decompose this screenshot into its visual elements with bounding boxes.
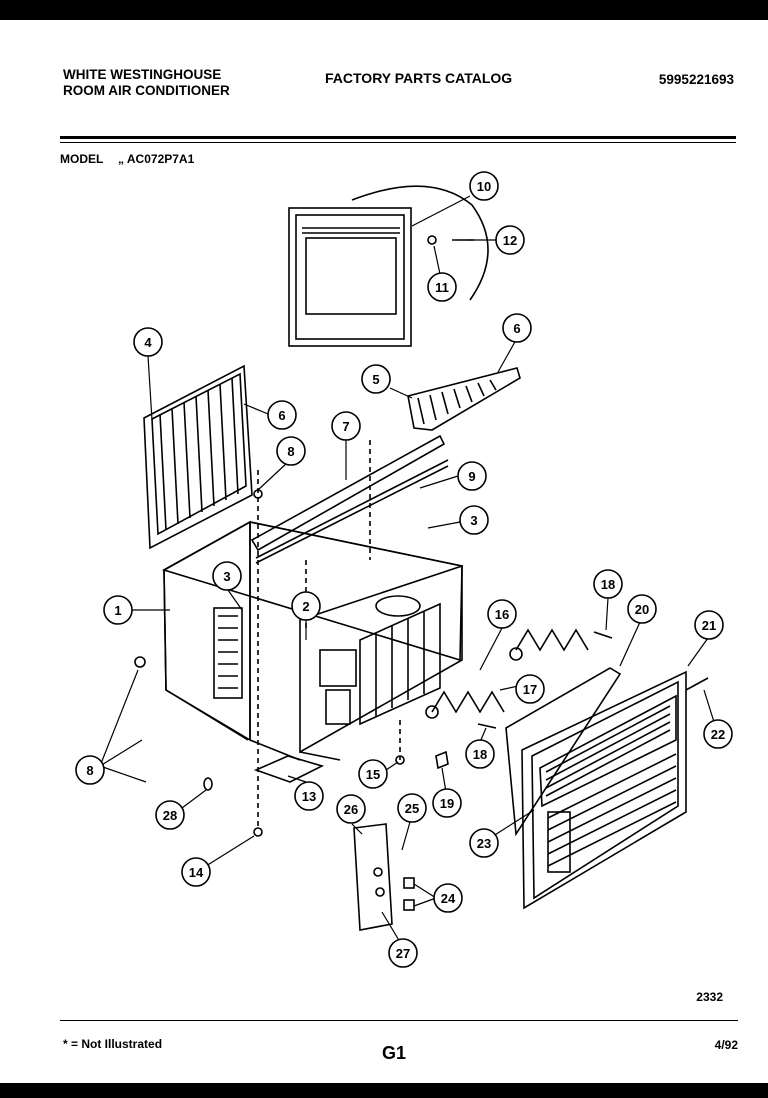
callout-22: 22 xyxy=(703,719,733,749)
callout-26-label: 26 xyxy=(344,802,358,817)
callout-4: 4 xyxy=(133,327,163,357)
callout-8b-label: 8 xyxy=(86,763,93,778)
callout-14-label: 14 xyxy=(189,865,204,880)
callout-15-label: 15 xyxy=(366,767,380,782)
callout-11: 11 xyxy=(427,272,457,302)
filter-frame xyxy=(143,364,253,550)
callout-24: 24 xyxy=(433,883,463,913)
callout-10: 10 xyxy=(469,171,499,201)
callout-25: 25 xyxy=(397,793,427,823)
callout-3a-label: 3 xyxy=(470,513,477,528)
callout-17: 17 xyxy=(515,674,545,704)
callout-26: 26 xyxy=(336,794,366,824)
callout-22-label: 22 xyxy=(711,727,725,742)
brand-name: WHITE WESTINGHOUSE xyxy=(63,67,222,82)
callout-9-label: 9 xyxy=(468,469,475,484)
front-panel-detail xyxy=(288,185,489,347)
header-rule-thick xyxy=(60,136,736,139)
callout-6a: 6 xyxy=(267,400,297,430)
callout-27-label: 27 xyxy=(396,946,410,961)
callout-2-label: 2 xyxy=(302,599,309,614)
callout-5: 5 xyxy=(361,364,391,394)
catalog-title: FACTORY PARTS CATALOG xyxy=(325,70,513,86)
top-rail xyxy=(250,434,449,564)
callout-12: 12 xyxy=(495,225,525,255)
callout-13: 13 xyxy=(294,781,324,811)
callout-7-label: 7 xyxy=(342,419,349,434)
leader-lines xyxy=(99,195,715,943)
top-black-border xyxy=(0,0,768,20)
small-parts xyxy=(134,235,613,911)
diagram-reference-number: 2332 xyxy=(696,990,723,1004)
callout-20: 20 xyxy=(627,594,657,624)
callout-8b: 8 xyxy=(75,755,105,785)
product-type: ROOM AIR CONDITIONER xyxy=(63,83,230,98)
callout-18b-label: 18 xyxy=(473,747,487,762)
air-filter xyxy=(505,667,622,837)
callout-11-label: 11 xyxy=(435,280,449,295)
callout-8a: 8 xyxy=(276,436,306,466)
callout-2: 2 xyxy=(291,591,321,621)
callout-18a: 18 xyxy=(593,569,623,599)
cabinet xyxy=(161,520,463,761)
front-grille xyxy=(521,670,709,910)
callout-10-label: 10 xyxy=(477,179,491,194)
callout-20-label: 20 xyxy=(635,602,649,617)
callout-24-label: 24 xyxy=(441,891,456,906)
header-rule-thin xyxy=(60,142,736,143)
control-panel xyxy=(353,823,393,931)
callout-1: 1 xyxy=(103,595,133,625)
callout-28: 28 xyxy=(155,800,185,830)
brand-block: WHITE WESTINGHOUSE ROOM AIR CONDITIONER xyxy=(63,67,230,99)
callout-3b-label: 3 xyxy=(223,569,230,584)
callout-7: 7 xyxy=(331,411,361,441)
callout-15: 15 xyxy=(358,759,388,789)
callout-3b: 3 xyxy=(212,561,242,591)
catalog-number: 5995221693 xyxy=(658,72,734,87)
callout-markers: 10 11 12 4 6 5 6 7 8 9 3 3 1 2 16 18 20 … xyxy=(75,171,733,968)
footer-rule xyxy=(60,1020,738,1021)
callout-14: 14 xyxy=(181,857,211,887)
louver-strip xyxy=(407,367,521,431)
callout-5-label: 5 xyxy=(372,372,379,387)
callout-6b-label: 6 xyxy=(513,321,520,336)
callout-19-label: 19 xyxy=(440,796,454,811)
callout-6b: 6 xyxy=(502,313,532,343)
bottom-black-border xyxy=(0,1083,768,1098)
revision-date: 4/92 xyxy=(714,1038,738,1052)
page-number: G1 xyxy=(382,1043,407,1063)
callout-25-label: 25 xyxy=(405,801,419,816)
callout-1-label: 1 xyxy=(114,603,121,618)
callout-18a-label: 18 xyxy=(601,577,615,592)
callout-17-label: 17 xyxy=(523,682,537,697)
footnote: * = Not Illustrated xyxy=(63,1037,163,1051)
callout-28-label: 28 xyxy=(163,808,177,823)
callout-6a-label: 6 xyxy=(278,408,285,423)
callout-27: 27 xyxy=(388,938,418,968)
callout-21-label: 21 xyxy=(702,618,716,633)
callout-16: 16 xyxy=(487,599,517,629)
callout-23: 23 xyxy=(469,828,499,858)
callout-21: 21 xyxy=(694,610,724,640)
callout-3a: 3 xyxy=(459,505,489,535)
callout-18b: 18 xyxy=(465,739,495,769)
base-pan xyxy=(253,755,325,783)
heater-brackets xyxy=(425,628,589,719)
callout-23-label: 23 xyxy=(477,836,491,851)
callout-4-label: 4 xyxy=(144,335,152,350)
callout-19: 19 xyxy=(432,788,462,818)
callout-13-label: 13 xyxy=(302,789,316,804)
model-number: „ AC072P7A1 xyxy=(118,152,195,166)
callout-9: 9 xyxy=(457,461,487,491)
chassis xyxy=(299,564,463,761)
model-label: MODEL xyxy=(60,152,104,166)
callout-16-label: 16 xyxy=(495,607,509,622)
callout-8a-label: 8 xyxy=(287,444,294,459)
callout-12-label: 12 xyxy=(503,233,517,248)
